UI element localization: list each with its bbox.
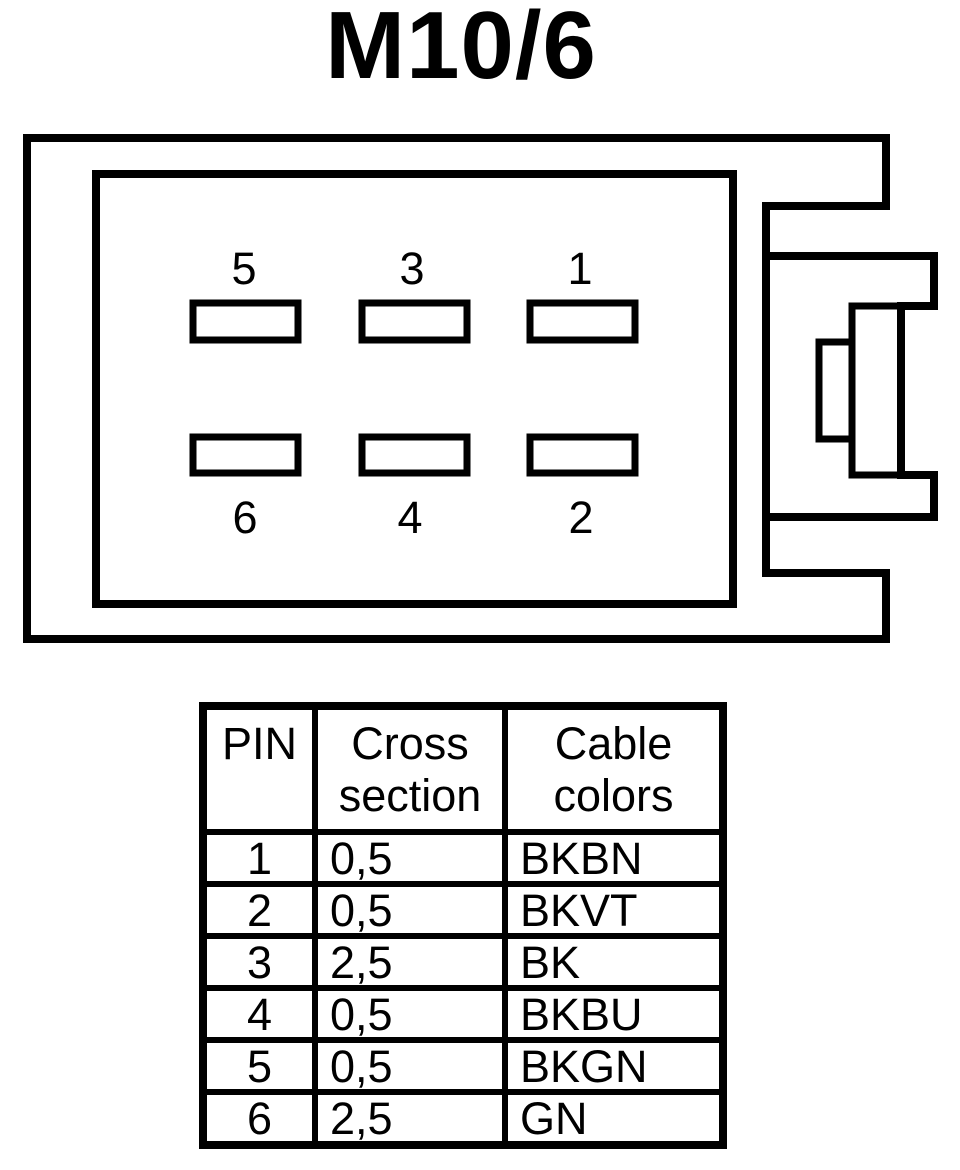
table-row: 5 0,5 BKGN: [200, 1037, 726, 1095]
connector-face: [92, 170, 737, 608]
pin-slot-5: [189, 299, 302, 344]
cell-cross-section: 0,5: [312, 881, 508, 939]
cell-cable-color: BKBU: [502, 985, 726, 1043]
pin-label-3: 3: [399, 243, 424, 294]
header-cross-section: Cross section: [312, 703, 508, 835]
pin-label-2: 2: [568, 492, 593, 543]
table-row: 2 0,5 BKVT: [200, 881, 726, 939]
cell-pin: 3: [200, 933, 318, 991]
cell-cross-section: 2,5: [312, 1089, 508, 1148]
table-row: 1 0,5 BKBN: [200, 829, 726, 887]
pin-slot-4: [358, 433, 471, 477]
table-row: 3 2,5 BK: [200, 933, 726, 991]
pinout-table: PIN Cross section Cable colors 1 0,5 BKB…: [199, 702, 727, 1149]
housing-outline: [23, 134, 890, 643]
latch-key: [815, 338, 856, 443]
cell-cable-color: BKBN: [502, 829, 726, 887]
header-cable-colors: Cable colors: [502, 703, 726, 835]
cell-pin: 6: [200, 1089, 318, 1148]
header-pin: PIN: [200, 703, 318, 835]
pin-slot-3: [358, 299, 471, 344]
pin-label-1: 1: [567, 243, 592, 294]
cell-cross-section: 0,5: [312, 985, 508, 1043]
cell-cable-color: BK: [502, 933, 726, 991]
pin-slot-1: [526, 299, 639, 344]
cell-cable-color: BKGN: [502, 1037, 726, 1095]
table-row: 4 0,5 BKBU: [200, 985, 726, 1043]
latch-rail: [848, 302, 905, 479]
cell-pin: 2: [200, 881, 318, 939]
pin-label-4: 4: [397, 492, 422, 543]
connector-title: M10/6: [325, 0, 597, 99]
pin-slot-2: [526, 433, 639, 477]
pinout-header-row: PIN Cross section Cable colors: [200, 703, 726, 835]
cell-cross-section: 2,5: [312, 933, 508, 991]
cell-cross-section: 0,5: [312, 829, 508, 887]
connector-diagram: 5 3 1 6 4 2: [23, 134, 938, 643]
cell-pin: 1: [200, 829, 318, 887]
cell-cable-color: GN: [502, 1089, 726, 1148]
cell-pin: 5: [200, 1037, 318, 1095]
pin-label-5: 5: [231, 243, 256, 294]
table-row: 6 2,5 GN: [200, 1089, 726, 1148]
pin-label-6: 6: [232, 492, 257, 543]
cell-cable-color: BKVT: [502, 881, 726, 939]
cell-pin: 4: [200, 985, 318, 1043]
cell-cross-section: 0,5: [312, 1037, 508, 1095]
pin-slot-6: [189, 433, 302, 477]
